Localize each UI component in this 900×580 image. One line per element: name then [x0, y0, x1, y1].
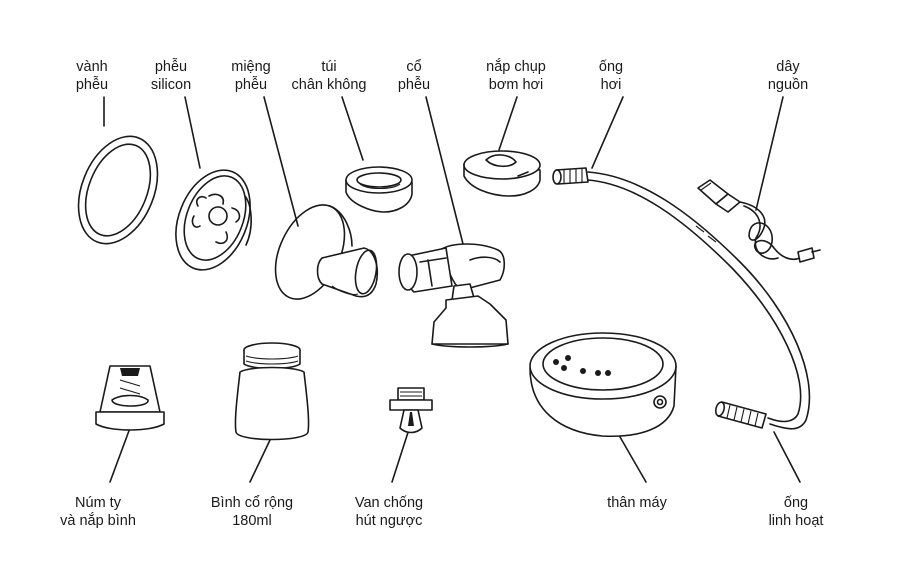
label-air-cap-line1: nắp chụp — [486, 59, 546, 75]
label-valve: Van chống hút ngược — [355, 494, 423, 530]
label-silicone: phễu silicon — [151, 58, 191, 94]
air-tube-part — [552, 167, 811, 430]
label-air-cap-line2: bơm hơi — [488, 77, 544, 93]
label-flex-tube-line2: linh hoạt — [768, 513, 824, 529]
leader-air-tube — [591, 96, 624, 169]
air-cap-part — [463, 150, 541, 197]
label-vacuum-bag: túi chân không — [292, 58, 367, 94]
label-funnel-mouth-line1: miệng — [231, 59, 271, 75]
label-power-cord-line2: nguồn — [767, 77, 809, 93]
label-rim-line2: phễu — [75, 77, 109, 93]
main-body-part — [529, 332, 677, 438]
label-power-cord-line1: dây — [776, 59, 800, 75]
label-rim: vành phễu — [76, 58, 108, 94]
leader-air-cap — [498, 96, 518, 151]
label-air-cap: nắp chụp bơm hơi — [486, 58, 546, 94]
label-air-tube-line2: hơi — [600, 77, 622, 93]
label-neck: cổ phễu — [398, 58, 430, 94]
label-nipple-line2: và nắp bình — [60, 513, 136, 529]
label-nipple: Núm ty và nắp bình — [60, 494, 136, 530]
label-funnel-mouth-line2: phễu — [234, 77, 268, 93]
funnel-mouth-part — [274, 204, 379, 300]
label-air-tube-line1: ống — [598, 59, 624, 75]
bottle-part — [234, 342, 310, 441]
neck-funnel-part — [398, 243, 509, 348]
label-body: thân máy — [607, 494, 667, 512]
leader-silicone — [184, 96, 201, 169]
valve-part — [389, 387, 433, 434]
label-funnel-mouth: miệng phễu — [231, 58, 271, 94]
nipple-cap-part — [95, 365, 165, 431]
label-power-cord: dây nguồn — [768, 58, 808, 94]
leader-funnel-mouth — [263, 96, 299, 227]
label-flex-tube: ống linh hoạt — [769, 494, 824, 530]
flex-tube-connector — [714, 401, 767, 429]
label-neck-line1: cổ — [406, 59, 422, 75]
leader-lines — [103, 96, 801, 483]
label-air-tube: ống hơi — [599, 58, 623, 94]
leader-nipple — [109, 427, 131, 483]
leader-neck — [425, 96, 464, 245]
label-body-line1: thân máy — [607, 495, 667, 511]
label-valve-line2: hút ngược — [355, 513, 423, 529]
control-buttons — [553, 355, 611, 376]
label-rim-line1: vành — [76, 59, 108, 75]
label-silicone-line1: phễu — [154, 59, 188, 75]
label-bottle: Bình cổ rộng 180ml — [211, 494, 293, 530]
leader-body — [615, 429, 647, 483]
silicone-funnel-part — [175, 169, 252, 271]
label-nipple-line1: Núm ty — [75, 495, 121, 511]
rim-ring-part — [77, 135, 159, 245]
label-silicone-line2: silicon — [150, 77, 192, 93]
label-valve-line1: Van chống — [354, 495, 424, 511]
power-cord-part — [697, 179, 821, 263]
leader-bottle — [249, 439, 271, 483]
label-bottle-line2: 180ml — [232, 513, 272, 529]
leader-power-cord — [755, 96, 784, 211]
label-bottle-line1: Bình cổ rộng — [210, 495, 294, 511]
label-vacuum-bag-line1: túi — [321, 59, 337, 75]
leader-vacuum-bag — [341, 96, 364, 161]
label-neck-line2: phễu — [397, 77, 431, 93]
label-vacuum-bag-line2: chân không — [291, 77, 367, 93]
vacuum-bag-part — [345, 166, 413, 213]
leader-flex-tube — [773, 431, 801, 483]
label-flex-tube-line1: ống — [783, 495, 809, 511]
